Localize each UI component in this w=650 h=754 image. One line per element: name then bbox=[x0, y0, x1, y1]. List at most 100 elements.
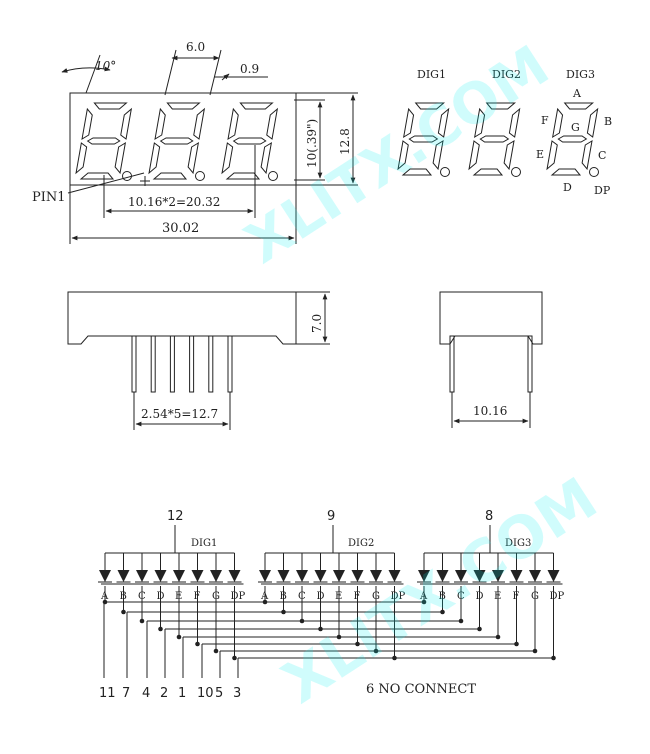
char-height-label: 10(.39") bbox=[305, 119, 319, 168]
diode-d bbox=[314, 570, 327, 582]
junction-dot bbox=[299, 618, 305, 624]
segment-dp-d3 bbox=[268, 171, 278, 181]
pin-2 bbox=[150, 335, 156, 393]
diode-e bbox=[492, 570, 504, 582]
segment-dp-d1 bbox=[122, 171, 132, 181]
segment-b-r3 bbox=[586, 107, 599, 138]
char-height-extension bbox=[294, 99, 325, 181]
pin-3 bbox=[169, 335, 175, 393]
pin-6 bbox=[227, 335, 233, 393]
top-view: 10° 6.0 0.9 10(.39") 12.8 PIN1 10.16*2=2… bbox=[32, 40, 358, 244]
diode-a bbox=[259, 570, 271, 582]
junction-dot bbox=[373, 648, 379, 654]
segment-dp-d2 bbox=[195, 171, 205, 181]
diode-d bbox=[473, 570, 486, 582]
seg-dp-label: DP bbox=[594, 184, 611, 197]
segment-b-r2 bbox=[508, 107, 521, 138]
junction-dot bbox=[392, 655, 397, 661]
diode-b bbox=[277, 570, 290, 582]
junction-dot bbox=[195, 641, 200, 647]
schematic-seg-dp-label: DP bbox=[231, 591, 246, 602]
segment-d-r2 bbox=[472, 168, 504, 176]
end-pin-right bbox=[527, 335, 533, 393]
seg-a-label: A bbox=[572, 87, 582, 100]
diode-dp bbox=[228, 570, 241, 582]
pin1-leader bbox=[67, 172, 145, 194]
segment-g-d3 bbox=[232, 137, 267, 145]
angle-label: 10° bbox=[95, 59, 116, 73]
schematic-seg-dp-label: DP bbox=[550, 591, 565, 602]
segment-c-r2 bbox=[503, 140, 515, 171]
diode-e bbox=[173, 570, 185, 582]
segment-f-r2 bbox=[474, 107, 486, 138]
segment-a-d3 bbox=[239, 102, 274, 110]
segment-dp-r2 bbox=[511, 167, 521, 177]
segment-f-d1 bbox=[81, 107, 93, 140]
diode-c bbox=[296, 570, 308, 582]
segment-map-view: DIG1 DIG2 DIG3 A B C D E F G DP bbox=[397, 68, 612, 197]
junction-dot bbox=[495, 634, 501, 640]
dig2-label: DIG2 bbox=[492, 68, 521, 81]
diode-dp bbox=[388, 570, 401, 582]
segment-c-r1 bbox=[432, 140, 444, 171]
slant-guide bbox=[85, 54, 101, 94]
seg-d-label: D bbox=[563, 181, 572, 194]
segment-f-r3 bbox=[552, 107, 564, 138]
diode-g bbox=[210, 570, 222, 582]
diode-e bbox=[333, 570, 345, 582]
pin-4 bbox=[189, 335, 195, 393]
junction-dot bbox=[102, 599, 108, 605]
diode-c bbox=[136, 570, 148, 582]
end-pin-left bbox=[449, 335, 455, 393]
diode-f bbox=[510, 570, 523, 582]
pin-1 bbox=[131, 335, 137, 393]
side-height-extension bbox=[296, 291, 330, 345]
segment-width-arrow bbox=[221, 73, 230, 81]
segment-g-r3 bbox=[557, 135, 588, 143]
segment-e-r1 bbox=[397, 140, 409, 171]
diode-b bbox=[117, 570, 130, 582]
segment-f-r1 bbox=[403, 107, 415, 138]
schematic-dig1-label: DIG1 bbox=[191, 538, 217, 549]
top-digit-1 bbox=[75, 102, 133, 181]
seg-c-label: C bbox=[598, 149, 606, 162]
diode-f bbox=[351, 570, 364, 582]
pin-spacing-label: 2.54*5=12.7 bbox=[141, 407, 218, 421]
diode-d bbox=[154, 570, 167, 582]
segment-e-r3 bbox=[546, 140, 558, 171]
diode-g bbox=[370, 570, 382, 582]
junction-dot bbox=[440, 609, 445, 615]
junction-dot bbox=[176, 634, 182, 640]
segment-a-d1 bbox=[93, 102, 128, 110]
segment-g-d2 bbox=[159, 137, 194, 145]
bottom-pin-3-label: 3 bbox=[233, 686, 241, 701]
diode-dp bbox=[547, 570, 560, 582]
segment-dp-r3 bbox=[589, 167, 599, 177]
segment-dp-r1 bbox=[440, 167, 450, 177]
bottom-pin-4-label: 4 bbox=[142, 686, 150, 701]
segment-a-r1 bbox=[414, 102, 446, 110]
pin-spacing-extension bbox=[133, 392, 231, 430]
junction-dot bbox=[318, 626, 323, 632]
pitch-extension bbox=[103, 145, 256, 218]
common-pin-9-label: 9 bbox=[327, 509, 335, 524]
segment-d-r3 bbox=[550, 168, 582, 176]
junction-dot bbox=[139, 618, 145, 624]
segment-d-d2 bbox=[152, 172, 188, 180]
segment-d-d1 bbox=[79, 172, 115, 180]
segment-g-r2 bbox=[479, 135, 510, 143]
segment-g-d1 bbox=[86, 137, 121, 145]
labeled-digit-3 bbox=[546, 102, 599, 177]
junction-dot bbox=[121, 609, 126, 615]
width-extension bbox=[69, 185, 297, 244]
segment-a-r2 bbox=[485, 102, 517, 110]
dig1-label: DIG1 bbox=[417, 68, 446, 81]
junction-dot bbox=[213, 648, 219, 654]
side-body-outline bbox=[67, 291, 297, 345]
segment-e-r2 bbox=[468, 140, 480, 171]
diode-a bbox=[99, 570, 111, 582]
no-connect-note: 6 NO CONNECT bbox=[366, 682, 476, 697]
segment-c-r3 bbox=[581, 140, 593, 171]
